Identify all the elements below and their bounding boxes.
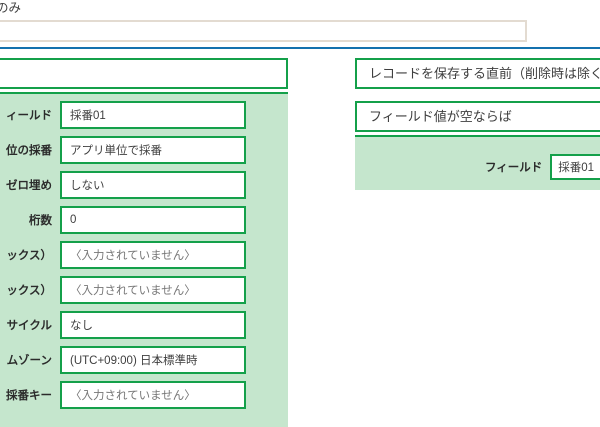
row-input[interactable]: 採番01	[550, 154, 600, 180]
table-row: ゼロ埋め しない	[0, 170, 288, 200]
table-row: サイクル なし	[0, 310, 288, 340]
row-label: ックス）	[6, 285, 52, 297]
condition-select[interactable]: フィールド値が空ならば	[355, 101, 600, 132]
row-label: 桁数	[29, 215, 52, 227]
row-input[interactable]: 〈入力されていません〉	[60, 276, 246, 304]
table-row: 桁数 0	[0, 205, 288, 235]
row-label: 採番キー	[6, 390, 52, 402]
row-label: ックス）	[6, 250, 52, 262]
left-header-input[interactable]	[0, 58, 288, 89]
row-input[interactable]: 採番01	[60, 101, 246, 129]
top-fragment-text: のみ	[0, 1, 22, 15]
blue-divider	[0, 47, 600, 49]
row-label: ィールド	[6, 110, 52, 122]
table-row: 位の採番 アプリ単位で採番	[0, 135, 288, 165]
row-input[interactable]: 〈入力されていません〉	[60, 381, 246, 409]
top-search-input[interactable]	[0, 20, 527, 42]
table-row: ックス） 〈入力されていません〉	[0, 240, 288, 270]
left-settings-panel: ィールド 採番01 位の採番 アプリ単位で採番 ゼロ埋め しない 桁数 0 ック…	[0, 92, 288, 427]
row-input[interactable]: なし	[60, 311, 246, 339]
table-row: ムゾーン (UTC+09:00) 日本標準時	[0, 345, 288, 375]
row-label: 位の採番	[6, 145, 52, 157]
table-row: フィールド 採番01	[485, 154, 600, 180]
row-input[interactable]: 〈入力されていません〉	[60, 241, 246, 269]
row-input[interactable]: しない	[60, 171, 246, 199]
row-label: ゼロ埋め	[6, 180, 52, 192]
right-column: レコードを保存する直前（削除時は除く） フィールド値が空ならば フィールド 採番…	[355, 58, 600, 190]
table-row: 採番キー 〈入力されていません〉	[0, 380, 288, 410]
row-label: フィールド	[485, 162, 543, 174]
row-input[interactable]: アプリ単位で採番	[60, 136, 246, 164]
row-input[interactable]: 0	[60, 206, 246, 234]
row-label: ムゾーン	[6, 355, 52, 367]
row-input[interactable]: (UTC+09:00) 日本標準時	[60, 346, 246, 374]
left-column: ィールド 採番01 位の採番 アプリ単位で採番 ゼロ埋め しない 桁数 0 ック…	[0, 58, 288, 427]
condition-detail-panel: フィールド 採番01	[355, 135, 600, 190]
row-label: サイクル	[6, 320, 52, 332]
table-row: ィールド 採番01	[0, 100, 288, 130]
table-row: ックス） 〈入力されていません〉	[0, 275, 288, 305]
trigger-select[interactable]: レコードを保存する直前（削除時は除く）	[355, 58, 600, 89]
